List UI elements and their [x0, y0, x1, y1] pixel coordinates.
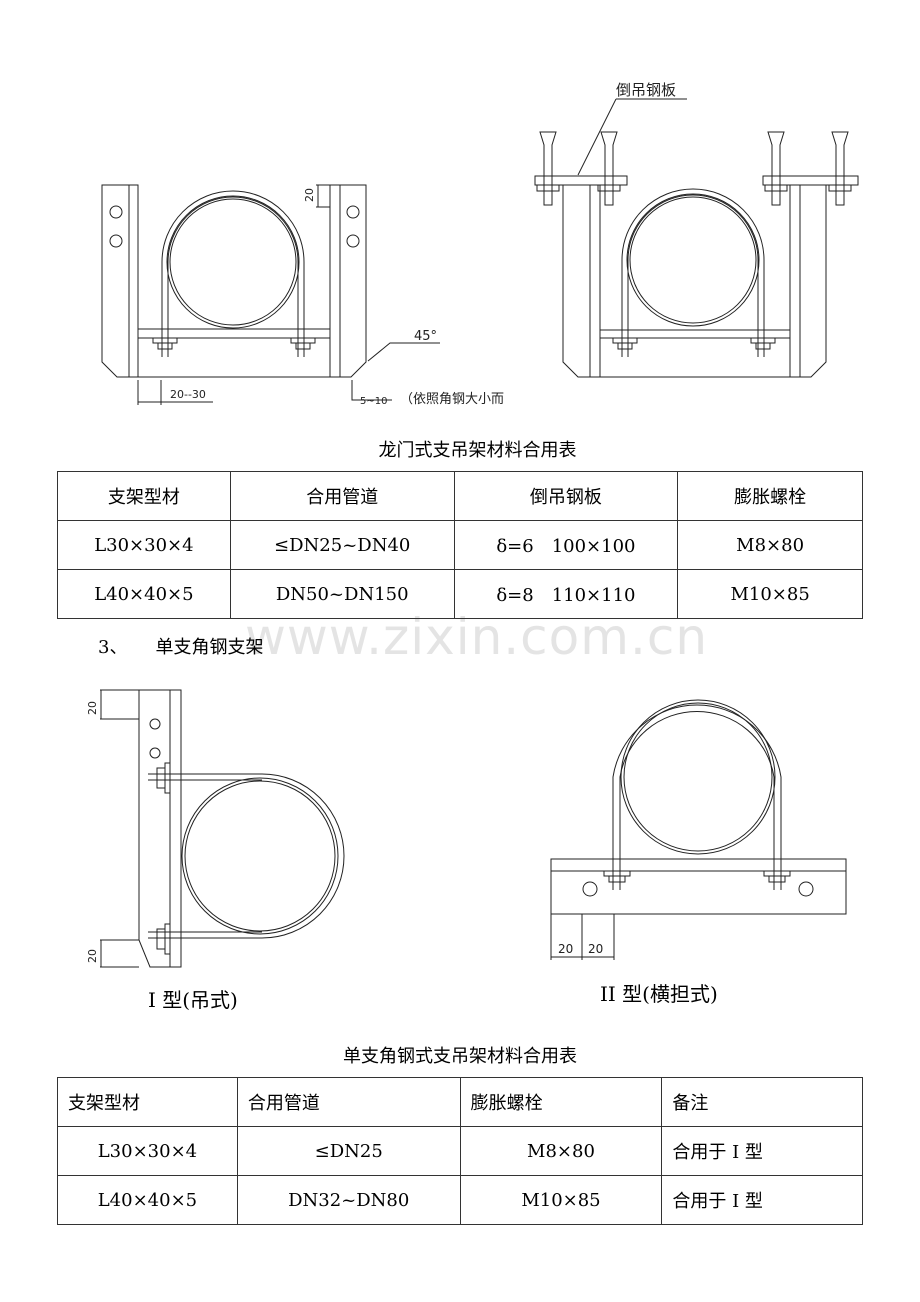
table-row: L40×40×5 DN32~DN80 M10×85 合用于 I 型	[57, 1175, 863, 1225]
table-row: L40×40×5 DN50~DN150 δ=8 110×110 M10×85	[57, 569, 863, 619]
table-row: L30×30×4 ≤DN25 M8×80 合用于 I 型	[57, 1126, 863, 1176]
table-cell: δ=6 100×100	[453, 520, 679, 570]
table-cell: δ=8 110×110	[453, 569, 679, 619]
table-row: L30×30×4 ≤DN25~DN40 δ=6 100×100 M8×80	[57, 520, 863, 570]
table-header-row: 支架型材 合用管道 膨胀螺栓 备注	[57, 1077, 863, 1127]
header-cell: 支架型材	[57, 471, 231, 521]
type2-crossarm-drawing: 20 20	[550, 699, 847, 960]
dim-label: 20	[558, 942, 573, 956]
plate-label: 倒吊钢板	[616, 81, 676, 99]
angle-label: 45°	[414, 329, 437, 344]
gantry-support-drawing: 20 45° 20--30 5~10 （依照角钢大小而	[101, 184, 504, 407]
gantry-material-table: 支架型材 合用管道 倒吊钢板 膨胀螺栓 L30×30×4 ≤DN25~DN40 …	[57, 471, 863, 619]
table-cell: ≤DN25~DN40	[229, 520, 455, 570]
dim-label: 20	[588, 942, 603, 956]
header-cell: 合用管道	[229, 471, 455, 521]
dim-label: 20	[303, 188, 316, 202]
table-cell: M10×85	[459, 1175, 663, 1225]
table-cell: ≤DN25	[236, 1126, 461, 1176]
section-title: 单支角钢支架	[155, 637, 264, 658]
table1-title: 龙门式支吊架材料合用表	[378, 440, 577, 461]
inverted-plate-drawing: 倒吊钢板	[534, 81, 859, 378]
section-heading: 3、 单支角钢支架	[98, 633, 263, 659]
header-cell: 倒吊钢板	[453, 471, 679, 521]
note-text: （依照角钢大小而	[400, 392, 504, 407]
table-cell: L40×40×5	[57, 569, 231, 619]
table-cell: M10×85	[677, 569, 863, 619]
table-cell: L40×40×5	[57, 1175, 238, 1225]
table-cell: M8×80	[459, 1126, 663, 1176]
header-cell: 膨胀螺栓	[459, 1077, 663, 1127]
header-cell: 备注	[661, 1077, 863, 1127]
table-cell: 合用于 I 型	[661, 1126, 863, 1176]
table-header-row: 支架型材 合用管道 倒吊钢板 膨胀螺栓	[57, 471, 863, 521]
type1-hanging-drawing: 20 20	[86, 689, 345, 968]
table-cell: DN50~DN150	[229, 569, 455, 619]
table2-title: 单支角钢式支吊架材料合用表	[343, 1046, 577, 1067]
table-cell: DN32~DN80	[236, 1175, 461, 1225]
table-cell: M8×80	[677, 520, 863, 570]
table-cell: 合用于 I 型	[661, 1175, 863, 1225]
type1-caption: I 型(吊式)	[148, 988, 238, 1012]
header-cell: 支架型材	[57, 1077, 238, 1127]
header-cell: 膨胀螺栓	[677, 471, 863, 521]
dim-label: 5~10	[360, 396, 387, 407]
type2-caption: II 型(横担式)	[600, 982, 718, 1006]
dim-label: 20--30	[170, 388, 206, 401]
table-cell: L30×30×4	[57, 1126, 238, 1176]
section-number: 3、	[98, 637, 128, 658]
table-cell: L30×30×4	[57, 520, 231, 570]
dim-label: 20	[86, 949, 99, 963]
dim-label: 20	[86, 701, 99, 715]
header-cell: 合用管道	[236, 1077, 461, 1127]
single-angle-material-table: 支架型材 合用管道 膨胀螺栓 备注 L30×30×4 ≤DN25 M8×80 合…	[57, 1077, 863, 1225]
